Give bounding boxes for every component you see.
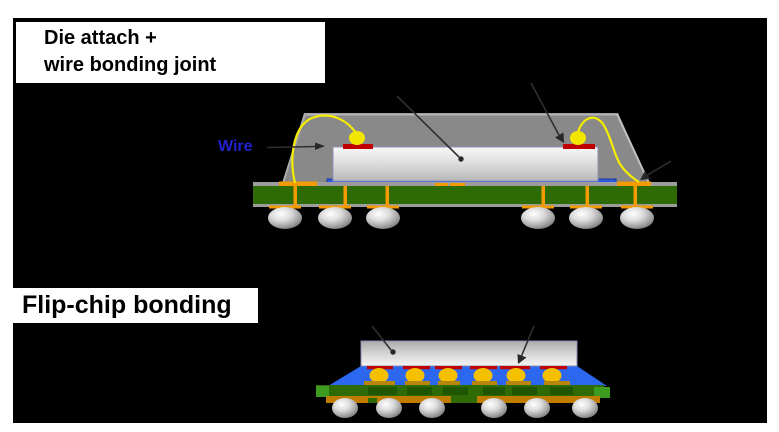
die-bond-pads: [343, 144, 595, 149]
wire-bond-title-line2: wire bonding joint: [44, 54, 217, 76]
wire-bond-balls: [349, 131, 586, 145]
wire-bond-package: [253, 82, 677, 229]
bond-wires: [291, 114, 640, 184]
flip-chip-board-inner: [368, 387, 573, 395]
flip-die-arrow-dot-icon: [390, 349, 396, 355]
bump-pads: [364, 381, 570, 386]
solder-bumps: [369, 368, 562, 383]
underfill: [328, 366, 607, 386]
substrate-board: [253, 186, 677, 204]
flip-chip-solder-balls: [332, 398, 598, 418]
bond-arrowhead-icon: [640, 171, 651, 180]
wire-bond-title-box: Die attach + wire bonding joint: [14, 20, 327, 85]
annotation-arrows: [266, 82, 672, 180]
flip-chip-annotation-arrows: [371, 325, 535, 364]
flip-chip-die: [360, 340, 578, 367]
flip-chip-board-ends: [316, 386, 610, 398]
die-arrow-dot-icon: [458, 156, 464, 162]
flip-chip-board-bottom-notches: [368, 396, 477, 403]
bump-arrowhead-icon: [517, 354, 527, 364]
ball-arrowhead-icon: [555, 132, 564, 143]
solder-balls: [268, 207, 654, 229]
flip-chip-package: [316, 325, 610, 418]
wire-callout-label: Wire: [218, 138, 253, 155]
flip-chip-title-box: Flip-chip bonding: [13, 288, 258, 323]
wire-arrowhead-icon: [315, 142, 325, 150]
wire-bond-title-line1: Die attach +: [44, 27, 157, 49]
flip-chip-pads: [367, 366, 567, 370]
die: [332, 146, 599, 182]
